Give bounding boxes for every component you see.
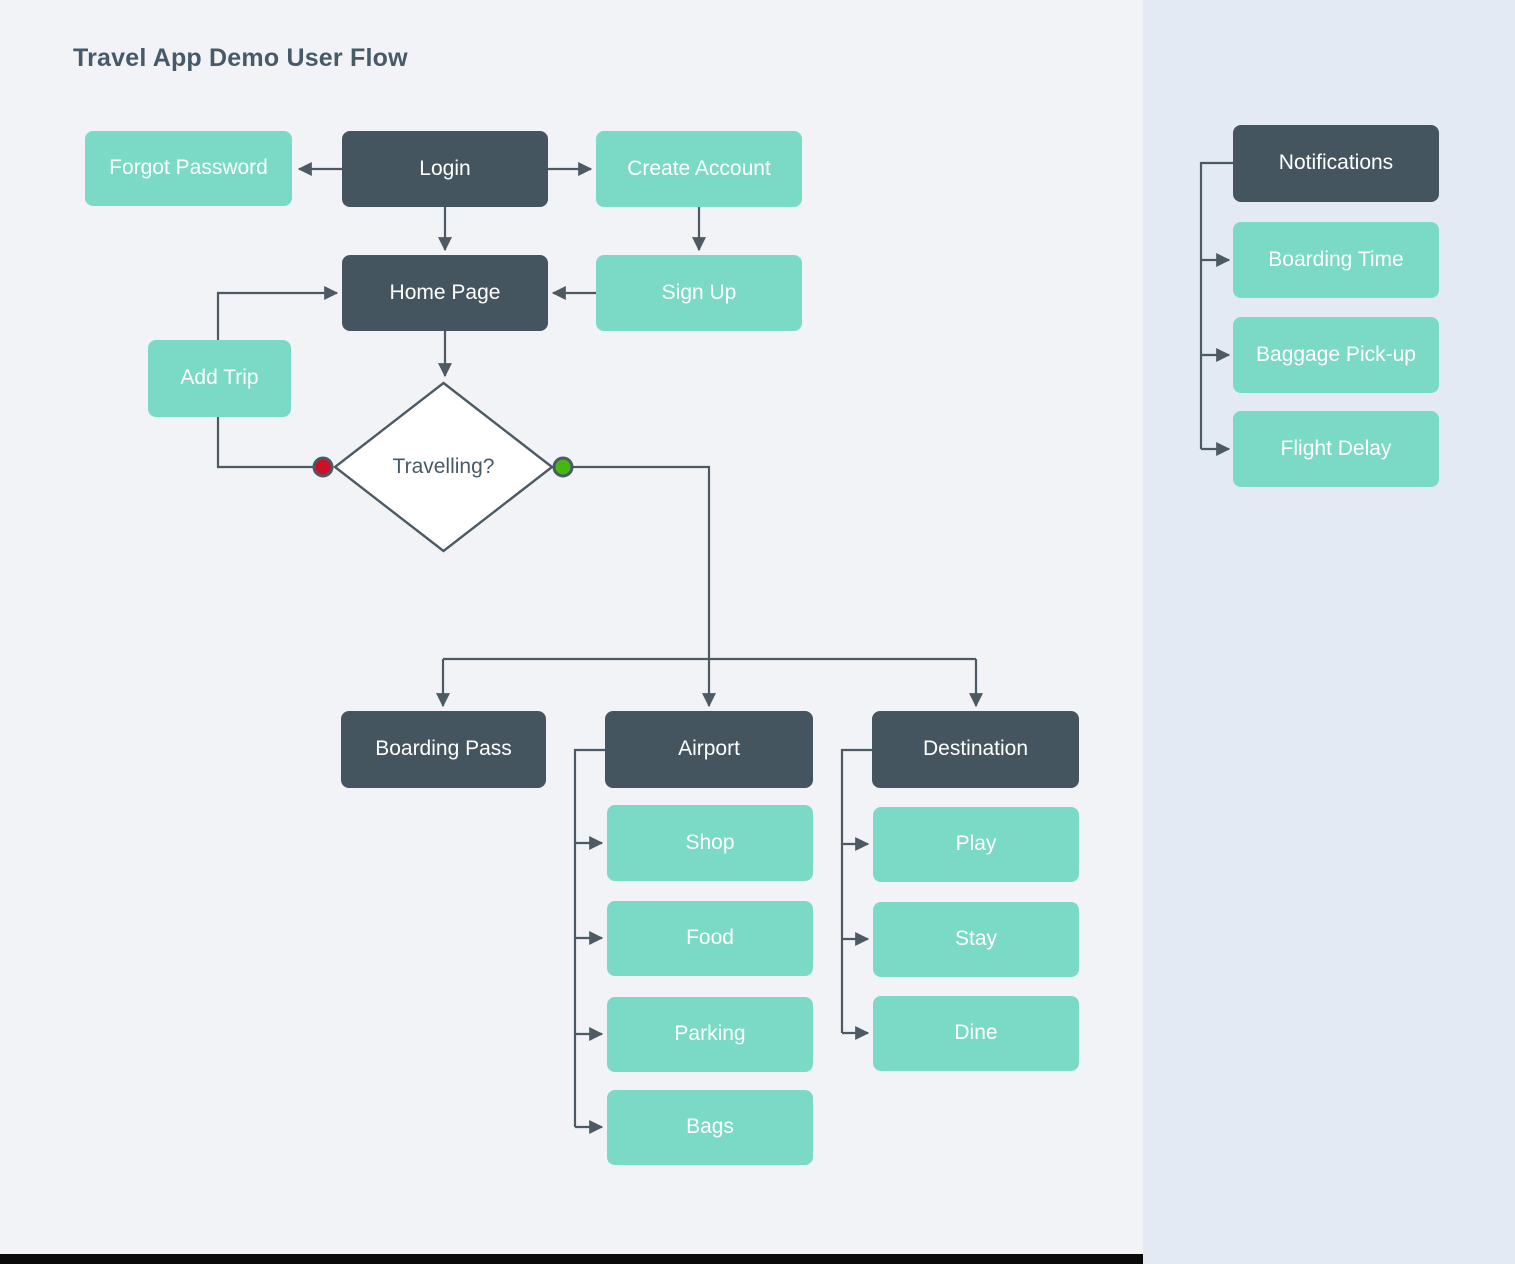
node-boarding-pass[interactable]: Boarding Pass <box>341 711 546 788</box>
node-create-account[interactable]: Create Account <box>596 131 802 207</box>
node-bags[interactable]: Bags <box>607 1090 813 1165</box>
node-home-page[interactable]: Home Page <box>342 255 548 331</box>
node-boarding-time[interactable]: Boarding Time <box>1233 222 1439 298</box>
node-destination[interactable]: Destination <box>872 711 1079 788</box>
node-stay[interactable]: Stay <box>873 902 1079 977</box>
decision-no-port-dot <box>312 456 334 478</box>
node-travelling-decision[interactable]: Travelling? <box>333 381 554 553</box>
node-dine[interactable]: Dine <box>873 996 1079 1071</box>
node-login[interactable]: Login <box>342 131 548 207</box>
node-notifications[interactable]: Notifications <box>1233 125 1439 202</box>
node-food[interactable]: Food <box>607 901 813 976</box>
node-play[interactable]: Play <box>873 807 1079 882</box>
node-airport[interactable]: Airport <box>605 711 813 788</box>
node-parking[interactable]: Parking <box>607 997 813 1072</box>
connector-airport-rail <box>573 748 605 1127</box>
node-baggage-pickup[interactable]: Baggage Pick-up <box>1233 317 1439 393</box>
node-forgot-password[interactable]: Forgot Password <box>85 131 292 206</box>
connector-travelling-yes-trunk <box>553 465 711 659</box>
decision-yes-port-dot <box>552 456 574 478</box>
node-sign-up[interactable]: Sign Up <box>596 255 802 331</box>
page-title: Travel App Demo User Flow <box>73 44 408 72</box>
bottom-edge-bar <box>0 1254 1143 1264</box>
node-add-trip[interactable]: Add Trip <box>148 340 291 417</box>
node-flight-delay[interactable]: Flight Delay <box>1233 411 1439 487</box>
decision-label: Travelling? <box>392 455 495 478</box>
node-shop[interactable]: Shop <box>607 805 813 881</box>
connector-destination-rail <box>840 748 872 1033</box>
diamond-shape <box>333 381 554 553</box>
